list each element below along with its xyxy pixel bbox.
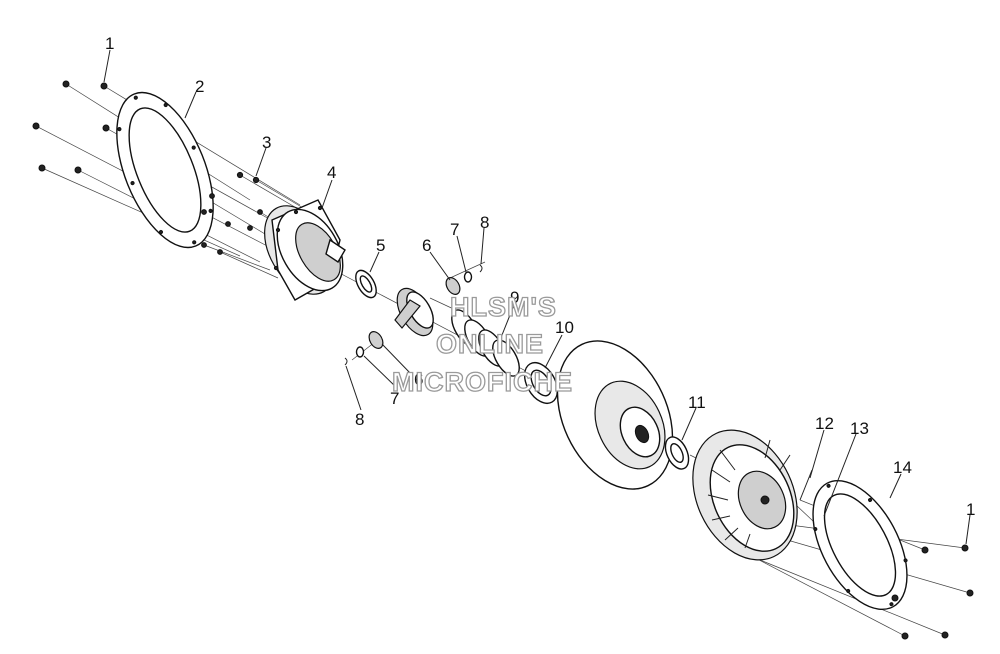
callout-1-top: 1: [105, 34, 114, 53]
callout-8-upper: 8: [480, 213, 489, 232]
callout-4: 4: [327, 163, 336, 182]
part-7-washers: [355, 271, 473, 358]
callout-5: 5: [376, 236, 385, 255]
callout-7-upper: 7: [450, 220, 459, 239]
bearing-hub-assembly: [394, 287, 434, 337]
callout-6-upper: 6: [422, 236, 431, 255]
part-14-gasket-ring: [812, 479, 908, 611]
part-3-screws: [201, 171, 263, 255]
callout-1-bottom: 1: [966, 500, 975, 519]
part-12-pin: [799, 469, 813, 501]
watermark-line-2: ONLINE: [436, 329, 544, 359]
watermark-line-1: HLSM'S: [450, 292, 557, 322]
callout-numbers: 1 2 3 4 5 6 7 8 9 10 6 7 8 11 12 13 14 1: [105, 34, 975, 519]
callout-10: 10: [555, 318, 574, 337]
callout-14: 14: [893, 458, 912, 477]
watermark-line-3: MICROFICHE: [392, 367, 573, 397]
watermark: HLSM'S ONLINE MICROFICHE: [391, 291, 573, 397]
callout-13: 13: [850, 419, 869, 438]
part-11-shim-washer: [664, 436, 690, 470]
ribbed-cover: [692, 429, 798, 561]
part-2-gasket-ring: [116, 91, 214, 249]
callout-2: 2: [195, 77, 204, 96]
leader-lines: [103, 49, 971, 545]
callout-12: 12: [815, 414, 834, 433]
part-1-bolts-right: [891, 544, 974, 640]
part-9-spring: [451, 309, 520, 377]
sheave-disc: [556, 340, 674, 490]
callout-3: 3: [262, 133, 271, 152]
callout-7-lower: 7: [390, 389, 399, 408]
part-1-bolts-left: [32, 80, 110, 174]
callout-6-lower: 6: [414, 370, 423, 389]
part-5-seal-ring: [355, 269, 377, 299]
callout-11: 11: [688, 393, 706, 412]
part-10-washer: [523, 362, 559, 404]
part-8-clips: [344, 264, 483, 366]
part-4-housing: [264, 199, 346, 301]
callout-8-lower: 8: [355, 410, 364, 429]
callout-9: 9: [510, 288, 519, 307]
